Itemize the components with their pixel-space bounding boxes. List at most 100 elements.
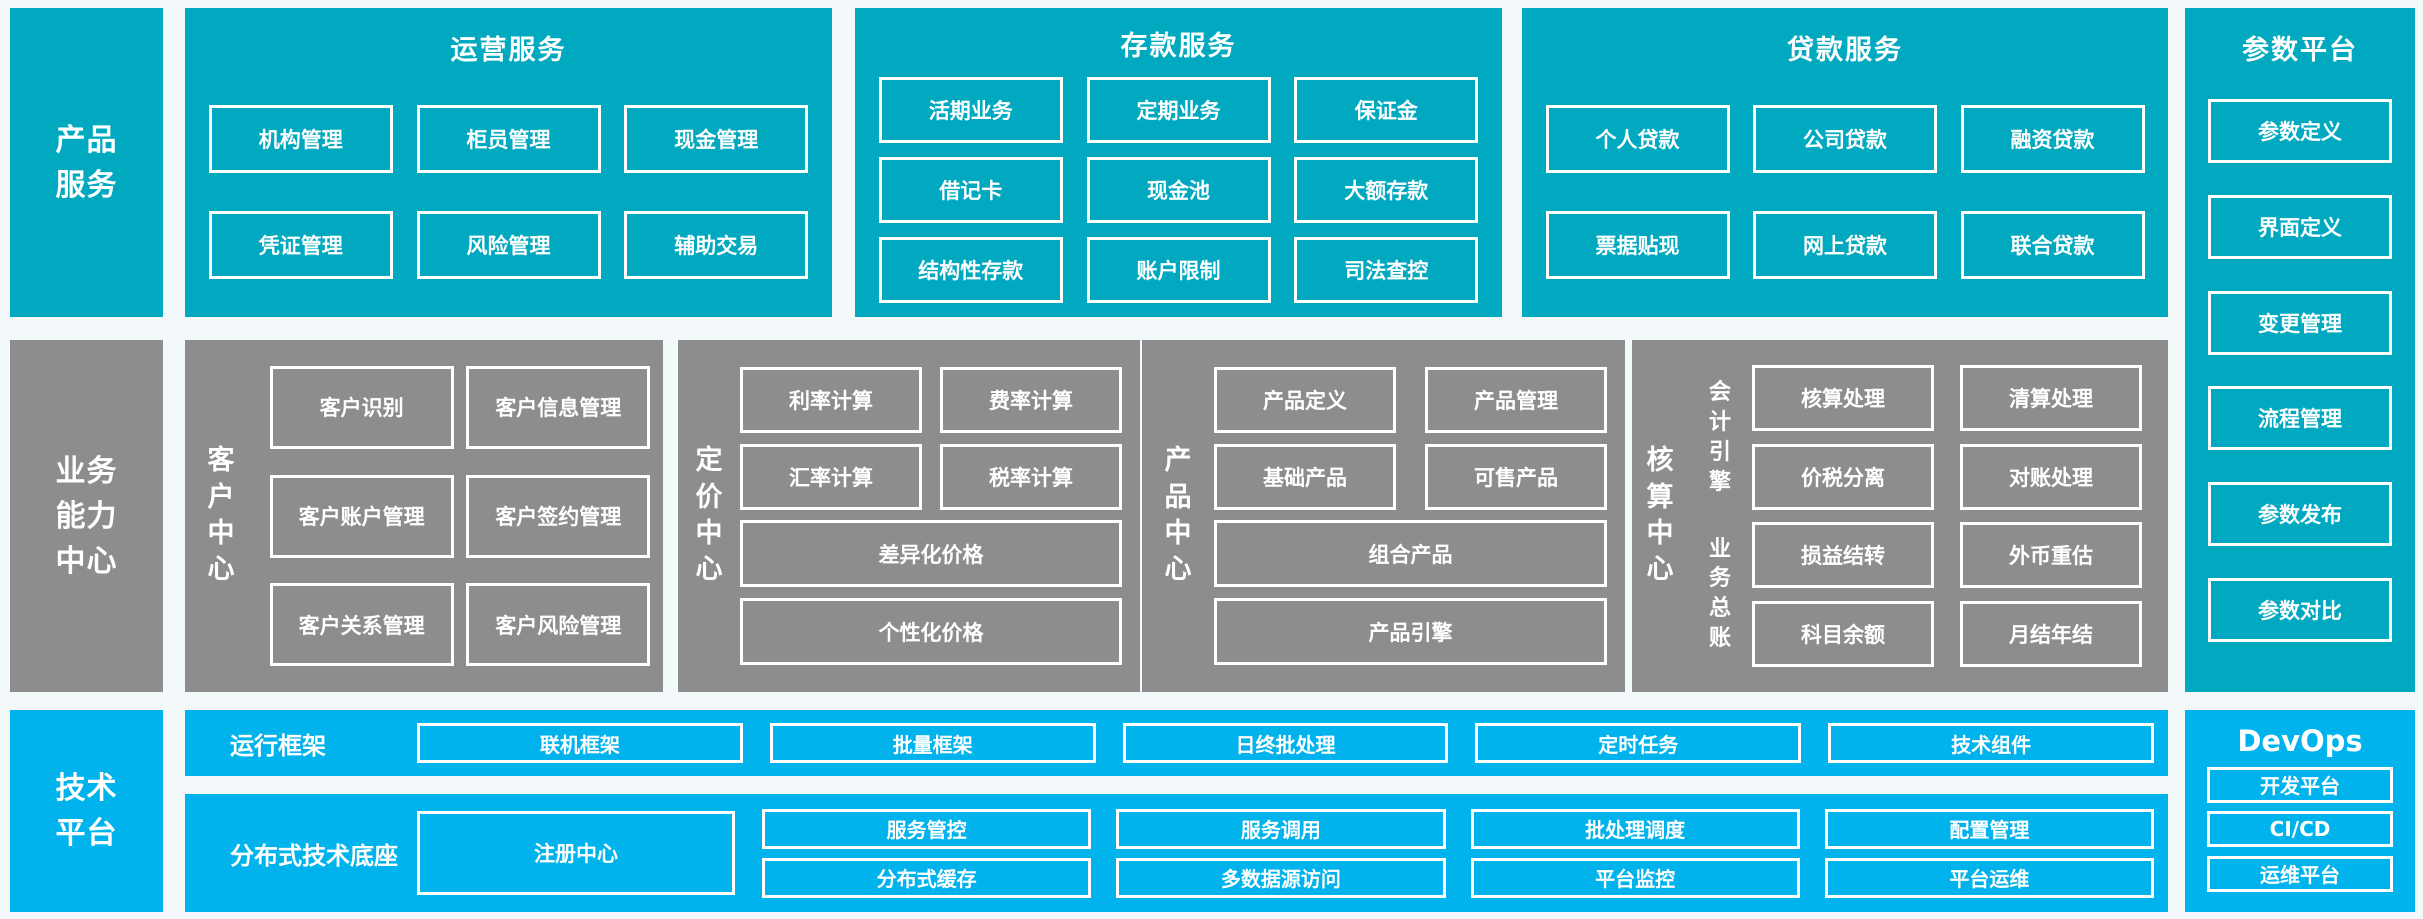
- accounting-box-processing: 核算处理: [1752, 365, 1934, 432]
- customer-box-relation-mgmt: 客户关系管理: [269, 583, 454, 667]
- product-box-engine: 产品引擎: [1214, 598, 1607, 666]
- product-box-mgmt: 产品管理: [1425, 366, 1607, 433]
- param-box-publish: 参数发布: [2208, 482, 2392, 547]
- distributed-box-config-mgmt: 配置管理: [1824, 808, 2154, 849]
- runtime-framework-label: 运行框架: [230, 731, 326, 760]
- accounting-group-engine: 会 计 引 擎 核算处理 清算处理 价税分离 对账处理: [1688, 365, 2142, 511]
- loan-box-joint: 联合贷款: [1960, 211, 2145, 279]
- operations-box-risk: 风险管理: [416, 211, 601, 279]
- devops-stack: 开发平台 CI/CD 运维平台: [2185, 758, 2415, 912]
- devops-box-dev-platform: 开发平台: [2207, 766, 2393, 803]
- deposit-grid: 活期业务 定期业务 保证金 借记卡 现金池 大额存款 结构性存款 账户限制 司法…: [855, 63, 1502, 317]
- deposit-services-title: 存款服务: [1120, 31, 1237, 62]
- runtime-box-eod-batch: 日终批处理: [1122, 723, 1449, 763]
- param-box-process-mgmt: 流程管理: [2208, 386, 2392, 451]
- distributed-box-platform-ops: 平台运维: [1824, 857, 2154, 898]
- sidebar-tech-platform: 技术 平台: [10, 710, 163, 912]
- accounting-box-reconciliation: 对账处理: [1960, 444, 2142, 511]
- loan-box-online: 网上贷款: [1753, 211, 1937, 279]
- section-parameter-platform: 参数平台 参数定义 界面定义 变更管理 流程管理 参数发布 参数对比: [2185, 8, 2415, 692]
- product-center-body: 产品定义 产品管理 基础产品 可售产品 组合产品 产品引擎: [1214, 340, 1625, 692]
- operations-box-teller: 柜员管理: [416, 105, 601, 173]
- pricing-box-fee: 费率计算: [940, 366, 1122, 433]
- ledger-box-month-year-end: 月结年结: [1960, 600, 2142, 667]
- section-deposit-services: 存款服务 活期业务 定期业务 保证金 借记卡 现金池 大额存款 结构性存款 账户…: [855, 8, 1502, 317]
- pricing-center-label: 定 价 中 心: [695, 445, 723, 586]
- param-box-change-mgmt: 变更管理: [2208, 290, 2392, 355]
- sidebar-product-services-label: 产品 服务: [55, 122, 118, 203]
- distributed-box-batch-scheduling: 批处理调度: [1470, 808, 1800, 849]
- section-loan-services: 贷款服务 个人贷款 公司贷款 融资贷款 票据贴现 网上贷款 联合贷款: [1522, 8, 2168, 317]
- distributed-box-service-invocation: 服务调用: [1116, 808, 1446, 849]
- distributed-box-registry: 注册中心: [417, 811, 735, 895]
- section-customer-center: 客 户 中 心 客户识别 客户信息管理 客户账户管理 客户签约管理 客户关系管理…: [185, 340, 663, 692]
- product-box-definition: 产品定义: [1214, 366, 1396, 433]
- customer-box-identify: 客户识别: [269, 365, 454, 449]
- deposit-box-judicial: 司法查控: [1294, 237, 1479, 303]
- devops-box-ops-platform: 运维平台: [2207, 855, 2393, 892]
- product-box-sellable: 可售产品: [1425, 443, 1607, 510]
- customer-box-risk-mgmt: 客户风险管理: [466, 583, 651, 667]
- accounting-center-label: 核 算 中 心: [1646, 445, 1674, 586]
- customer-center-label: 客 户 中 心: [207, 445, 235, 586]
- loan-grid: 个人贷款 公司贷款 融资贷款 票据贴现 网上贷款 联合贷款: [1522, 67, 2168, 317]
- product-box-basic: 基础产品: [1214, 443, 1396, 510]
- distributed-box-service-governance: 服务管控: [762, 808, 1092, 849]
- runtime-framework-row: 联机框架 批量框架 日终批处理 定时任务 技术组件: [417, 723, 2154, 763]
- customer-box-account-mgmt: 客户账户管理: [269, 474, 454, 558]
- operations-box-cash: 现金管理: [624, 105, 809, 173]
- accounting-engine-label: 会 计 引 擎: [1708, 380, 1731, 495]
- operations-box-auxiliary: 辅助交易: [624, 211, 809, 279]
- accounting-group-ledger: 业 务 总 账 损益结转 外币重估 科目余额 月结年结: [1688, 521, 2142, 667]
- devops-title: DevOps: [2237, 724, 2363, 758]
- pricing-box-personalized: 个性化价格: [740, 598, 1122, 666]
- band-runtime-framework: 运行框架 联机框架 批量框架 日终批处理 定时任务 技术组件: [185, 710, 2168, 776]
- deposit-box-demand: 活期业务: [878, 77, 1063, 143]
- accounting-box-tax-separation: 价税分离: [1752, 444, 1934, 511]
- section-accounting-center: 核 算 中 心 会 计 引 擎 核算处理 清算处理 价税分离 对账处理 业 务 …: [1632, 340, 2168, 692]
- distributed-box-multi-datasource: 多数据源访问: [1116, 857, 1446, 898]
- param-box-ui-definition: 界面定义: [2208, 194, 2392, 259]
- ledger-box-subject-balance: 科目余额: [1752, 600, 1934, 667]
- distributed-grid: 服务管控 服务调用 批处理调度 配置管理 分布式缓存 多数据源访问 平台监控 平…: [762, 808, 2154, 898]
- loan-box-financing: 融资贷款: [1960, 105, 2145, 173]
- customer-center-grid: 客户识别 客户信息管理 客户账户管理 客户签约管理 客户关系管理 客户风险管理: [257, 340, 663, 692]
- product-box-combined: 组合产品: [1214, 520, 1607, 588]
- param-box-definition: 参数定义: [2208, 98, 2392, 163]
- distributed-box-platform-monitor: 平台监控: [1470, 857, 1800, 898]
- parameter-platform-stack: 参数定义 界面定义 变更管理 流程管理 参数发布 参数对比: [2185, 67, 2415, 692]
- runtime-box-tech-components: 技术组件: [1828, 723, 2154, 763]
- customer-box-info-mgmt: 客户信息管理: [466, 365, 651, 449]
- sidebar-business-capability-label: 业务 能力 中心: [55, 453, 118, 579]
- pricing-box-differentiated: 差异化价格: [740, 520, 1122, 588]
- deposit-box-debit-card: 借记卡: [878, 157, 1063, 223]
- section-pricing-center: 定 价 中 心 利率计算 费率计算 汇率计算 税率计算 差异化价格 个性化价格: [678, 340, 1140, 692]
- operations-box-institution: 机构管理: [208, 105, 393, 173]
- pricing-box-tax: 税率计算: [940, 443, 1122, 510]
- ledger-box-pl-carryover: 损益结转: [1752, 521, 1934, 588]
- distributed-box-cache: 分布式缓存: [762, 857, 1092, 898]
- business-ledger-label: 业 务 总 账: [1708, 536, 1731, 651]
- pricing-center-body: 利率计算 费率计算 汇率计算 税率计算 差异化价格 个性化价格: [740, 340, 1140, 692]
- deposit-box-cash-pool: 现金池: [1086, 157, 1271, 223]
- runtime-box-online: 联机框架: [417, 723, 743, 763]
- runtime-box-batch: 批量框架: [769, 723, 1096, 763]
- operations-grid: 机构管理 柜员管理 现金管理 凭证管理 风险管理 辅助交易: [185, 67, 832, 317]
- section-operations-services: 运营服务 机构管理 柜员管理 现金管理 凭证管理 风险管理 辅助交易: [185, 8, 832, 317]
- customer-box-contract-mgmt: 客户签约管理: [466, 474, 651, 558]
- sidebar-business-capability: 业务 能力 中心: [10, 340, 163, 692]
- section-product-center: 产 品 中 心 产品定义 产品管理 基础产品 可售产品 组合产品 产品引擎: [1142, 340, 1625, 692]
- deposit-box-large: 大额存款: [1294, 157, 1479, 223]
- parameter-platform-title: 参数平台: [2242, 35, 2358, 66]
- ledger-box-fx-revaluation: 外币重估: [1960, 521, 2142, 588]
- sidebar-product-services: 产品 服务: [10, 8, 163, 317]
- operations-services-title: 运营服务: [450, 35, 567, 66]
- section-devops: DevOps 开发平台 CI/CD 运维平台: [2185, 710, 2415, 912]
- loan-box-personal: 个人贷款: [1545, 105, 1730, 173]
- deposit-box-account-limit: 账户限制: [1086, 237, 1271, 303]
- distributed-base-label: 分布式技术底座: [230, 841, 398, 870]
- deposit-box-time: 定期业务: [1086, 77, 1271, 143]
- loan-box-corporate: 公司贷款: [1753, 105, 1937, 173]
- devops-box-cicd: CI/CD: [2207, 811, 2393, 847]
- param-box-compare: 参数对比: [2208, 578, 2392, 643]
